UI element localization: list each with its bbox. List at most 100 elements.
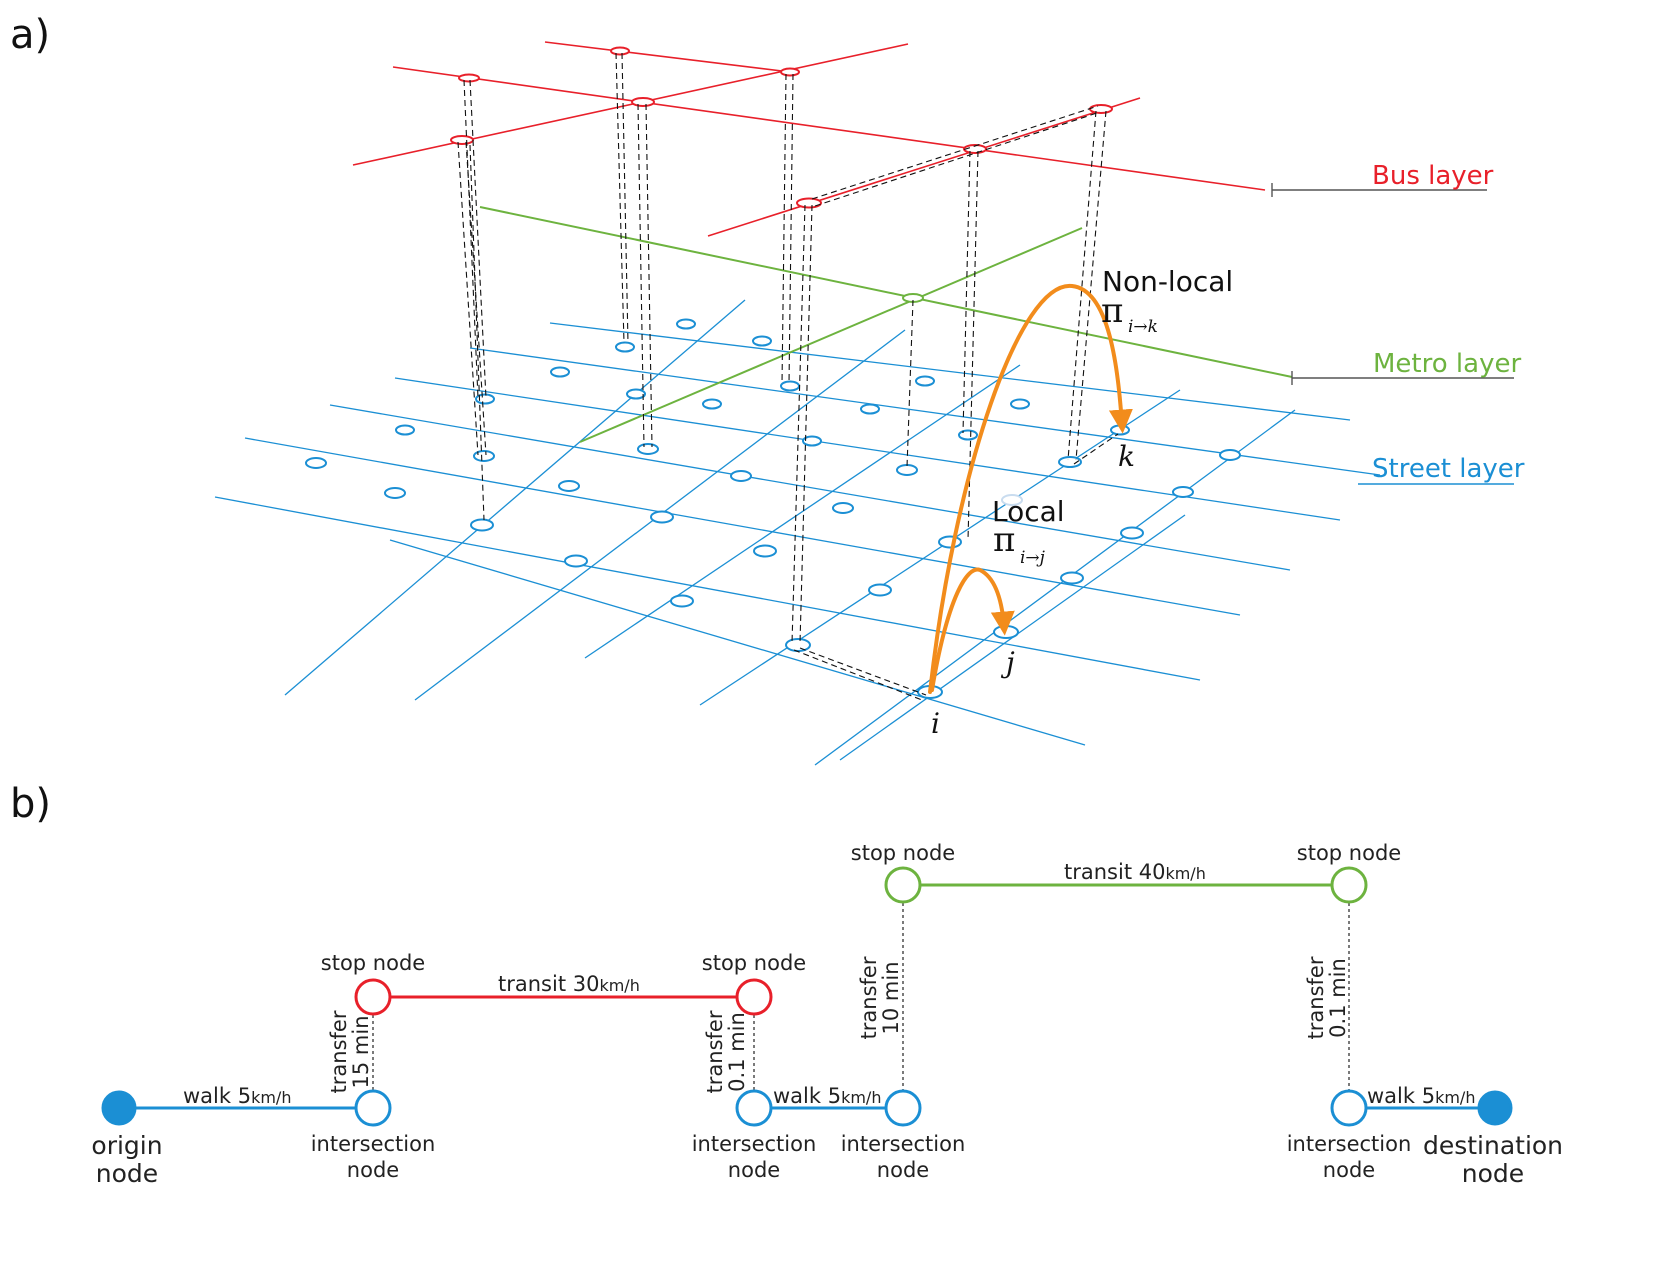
bus-transit-label: transit 30km/h	[498, 972, 640, 996]
origin-node	[101, 1090, 137, 1126]
street-node	[1219, 449, 1241, 461]
street-node	[802, 435, 822, 447]
street-node	[305, 457, 327, 469]
street-node	[915, 375, 935, 387]
intersection-labels: intersection node intersection node inte…	[311, 1132, 1412, 1182]
nonlocal-path-arc	[928, 283, 1133, 694]
panel-b-label: b)	[10, 781, 51, 827]
street-node	[752, 335, 772, 347]
nonlocal-title: Non-local	[1102, 265, 1233, 298]
panel-a: a)	[10, 12, 1525, 766]
node-label-j: j	[1000, 646, 1015, 679]
street-node	[1172, 486, 1194, 498]
transfer-label-3: transfer 10 min	[857, 956, 903, 1039]
street-node	[958, 429, 978, 441]
street-node	[1110, 424, 1130, 436]
intersection-label-1: intersection	[311, 1132, 436, 1156]
street-node	[1001, 494, 1023, 506]
transfer-label-1-line2: 15 min	[349, 1016, 373, 1089]
street-node	[1010, 398, 1030, 410]
bus-stop-node	[780, 67, 800, 77]
panel-b: b) walk 5	[10, 781, 1563, 1188]
street-node	[730, 470, 752, 482]
street-node	[637, 443, 659, 455]
b-nodes	[101, 866, 1513, 1127]
intersection-label-3b: node	[877, 1158, 929, 1182]
intersection-label-4: intersection	[1287, 1132, 1412, 1156]
stop-node-label-1: stop node	[321, 951, 425, 975]
layer-labels: Bus layer Metro layer Street layer	[1271, 161, 1525, 485]
transfer-label-4-line2: 0.1 min	[1326, 958, 1350, 1038]
metro-stop-node-2	[1330, 866, 1368, 904]
local-pi-symbol: π	[993, 520, 1015, 560]
local-path-arc	[930, 567, 1015, 692]
street-node	[1060, 571, 1084, 585]
bus-stop-node	[796, 197, 822, 209]
street-node	[1120, 526, 1144, 540]
street-node	[470, 518, 494, 532]
intersection-node-2	[735, 1089, 773, 1127]
nonlocal-subscript: i→k	[1128, 317, 1158, 337]
intersection-node-4	[1330, 1089, 1368, 1127]
bus-stop-node	[1089, 104, 1113, 114]
transfer-label-1-line1: transfer	[327, 1010, 351, 1093]
street-node	[1058, 456, 1082, 468]
intersection-label-2b: node	[728, 1158, 780, 1182]
transfer-label-4-line1: transfer	[1304, 956, 1328, 1039]
metro-transit-label: transit 40km/h	[1064, 860, 1206, 884]
intersection-label-1b: node	[347, 1158, 399, 1182]
street-node	[558, 480, 580, 492]
street-node	[475, 393, 495, 405]
b-links	[119, 883, 1478, 1110]
bus-layer-label: Bus layer	[1372, 161, 1494, 191]
street-node	[615, 341, 635, 353]
intersection-node-3	[884, 1089, 922, 1127]
street-node	[785, 638, 811, 652]
street-node	[550, 366, 570, 378]
destination-label-2: node	[1462, 1159, 1524, 1188]
origin-label: origin	[91, 1131, 162, 1160]
street-layer-grid	[214, 299, 1381, 766]
street-node	[702, 398, 722, 410]
transfer-label-2-line1: transfer	[703, 1010, 727, 1093]
node-label-i: i	[931, 707, 940, 740]
nonlocal-pi-symbol: π	[1101, 291, 1123, 331]
metro-layer	[479, 206, 1293, 443]
street-node	[753, 544, 777, 558]
street-node	[670, 594, 694, 608]
metro-layer-label: Metro layer	[1373, 349, 1521, 379]
street-node	[650, 510, 674, 524]
intersection-node-1	[354, 1089, 392, 1127]
walk-label-3: walk 5km/h	[1367, 1084, 1475, 1108]
street-node	[676, 318, 696, 330]
walk-label-2: walk 5km/h	[773, 1084, 881, 1108]
street-layer-nodes	[305, 318, 1241, 699]
street-node	[938, 535, 962, 549]
transfer-label-3-line1: transfer	[857, 956, 881, 1039]
transfer-label-1: transfer 15 min	[327, 1010, 373, 1093]
street-layer-label: Street layer	[1372, 454, 1525, 484]
bus-stop-node-2	[735, 978, 773, 1016]
street-node	[384, 487, 406, 499]
path-labels: Non-local π i→k Local π i→j	[992, 265, 1233, 568]
street-node	[868, 583, 892, 597]
street-node	[626, 388, 646, 400]
destination-label: destination	[1423, 1131, 1563, 1160]
local-title: Local	[992, 495, 1065, 528]
destination-node	[1477, 1090, 1513, 1126]
street-node	[832, 502, 854, 514]
bus-stop-node	[450, 135, 474, 145]
transfer-label-4: transfer 0.1 min	[1304, 956, 1350, 1039]
street-node-j	[993, 625, 1019, 639]
bus-stop-node	[610, 46, 630, 56]
intersection-label-2: intersection	[692, 1132, 817, 1156]
transfer-label-2: transfer 0.1 min	[703, 1010, 749, 1093]
metro-stop-node-1	[884, 866, 922, 904]
street-node	[473, 450, 495, 462]
local-subscript: i→j	[1020, 548, 1046, 568]
transfer-links	[457, 52, 1119, 701]
panel-a-label: a)	[10, 12, 50, 58]
bus-stop-node	[458, 73, 480, 83]
path-arcs	[928, 283, 1133, 694]
